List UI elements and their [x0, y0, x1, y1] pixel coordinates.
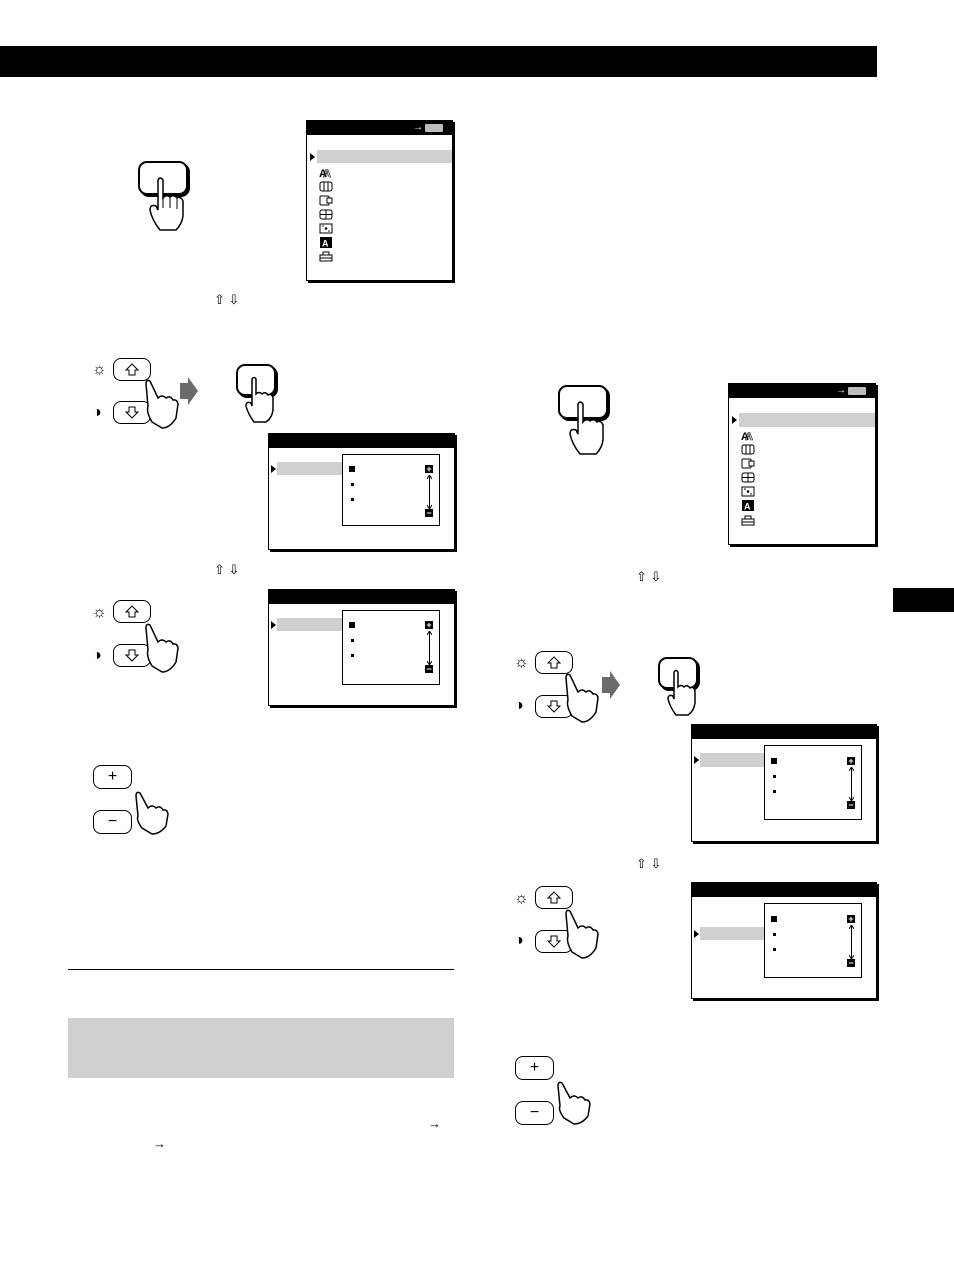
plus-icon: + — [847, 756, 855, 766]
arrow-icon: → — [153, 1136, 166, 1151]
reset-icon — [741, 515, 755, 526]
osd-submenu: + − — [268, 433, 455, 550]
next-step-arrow-icon — [602, 671, 620, 699]
up-down-arrows: ⇧ ⇩ — [636, 569, 662, 584]
adjustment-box: + − — [764, 745, 862, 820]
pressing-hand-icon — [145, 623, 179, 673]
pressing-hand-icon — [557, 1081, 591, 1125]
svg-text:A: A — [323, 168, 331, 178]
contrast-icon: ◑ — [514, 697, 524, 714]
up-button[interactable] — [113, 358, 151, 381]
section-tab — [893, 588, 954, 612]
plus-icon: + — [425, 620, 433, 630]
adjustment-box: + − — [764, 903, 862, 978]
pressing-hand-icon — [149, 177, 184, 231]
arrow-icon: → — [413, 122, 423, 133]
font-a-icon: AA — [741, 431, 753, 441]
svg-text:A: A — [745, 431, 753, 441]
pressing-hand-icon — [565, 673, 599, 723]
plus-button[interactable]: + — [93, 765, 132, 789]
size-icon — [319, 181, 333, 192]
brightness-icon: ☼ — [514, 890, 529, 907]
contrast-icon: ◑ — [514, 932, 524, 949]
convergence-icon — [319, 223, 333, 234]
svg-text:A: A — [319, 168, 327, 178]
up-down-arrows: ⇧ ⇩ — [214, 292, 240, 307]
arrow-icon: → — [428, 1116, 441, 1131]
osd-submenu: + − — [691, 724, 877, 842]
header-bar — [0, 46, 877, 77]
pressing-hand-icon — [145, 379, 179, 429]
svg-text:A: A — [741, 431, 749, 441]
brightness-icon: ☼ — [514, 654, 529, 671]
plus-button[interactable]: + — [515, 1056, 554, 1080]
pressing-hand-icon — [667, 669, 696, 716]
osd-submenu: + − — [268, 589, 455, 706]
pressing-hand-icon — [135, 791, 169, 835]
brightness-icon: ☼ — [92, 604, 107, 621]
font-a-icon: AA — [319, 168, 331, 178]
brightness-icon: ☼ — [92, 361, 107, 378]
contrast-icon: ◑ — [92, 647, 102, 664]
note-box — [68, 1018, 454, 1078]
position-icon — [319, 195, 333, 206]
up-button[interactable] — [535, 651, 573, 674]
plus-icon: + — [425, 464, 433, 474]
pressing-hand-icon — [245, 376, 274, 423]
next-step-arrow-icon — [180, 377, 198, 405]
pressing-hand-icon — [569, 401, 604, 455]
reset-icon — [319, 251, 333, 262]
size-icon — [741, 444, 755, 455]
geometry-icon — [741, 472, 755, 483]
convergence-icon — [741, 486, 755, 497]
svg-text:A: A — [322, 239, 329, 249]
adjustment-box: + − — [342, 454, 440, 526]
adjustment-box: + − — [342, 610, 440, 685]
language-icon: A — [320, 237, 332, 249]
osd-submenu: + − — [691, 882, 877, 999]
contrast-icon: ◑ — [92, 404, 102, 421]
svg-text:A: A — [744, 502, 751, 512]
minus-button[interactable]: − — [93, 810, 132, 834]
up-button[interactable] — [535, 886, 573, 909]
divider — [68, 969, 454, 970]
pressing-hand-icon — [565, 909, 599, 959]
up-button[interactable] — [113, 600, 151, 623]
minus-button[interactable]: − — [515, 1101, 554, 1125]
plus-icon: + — [847, 914, 855, 924]
arrow-icon: → — [836, 385, 846, 396]
minus-icon: − — [847, 800, 855, 810]
minus-icon: − — [425, 664, 433, 674]
up-down-arrows: ⇧ ⇩ — [214, 562, 240, 577]
language-icon: A — [742, 500, 754, 512]
minus-icon: − — [425, 508, 433, 518]
up-down-arrows: ⇧ ⇩ — [636, 856, 662, 871]
minus-icon: − — [847, 958, 855, 968]
geometry-icon — [319, 209, 333, 220]
position-icon — [741, 458, 755, 469]
